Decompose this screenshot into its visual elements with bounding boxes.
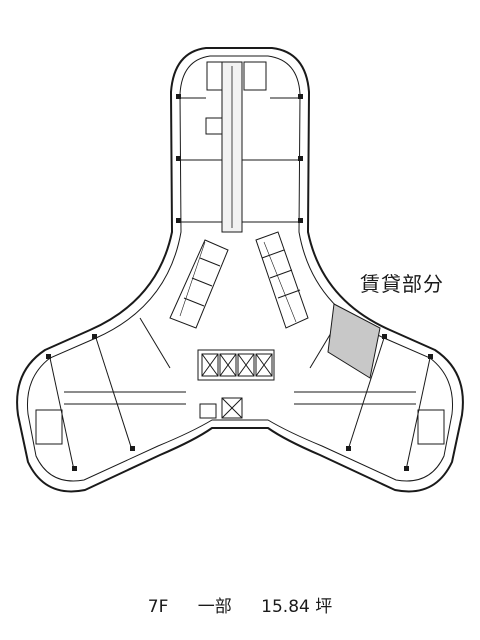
elevator-core xyxy=(197,349,275,419)
rental-scope: 一部 xyxy=(197,597,232,617)
rented-area-legend-label: 賃貸部分 xyxy=(360,272,444,296)
top-corridor xyxy=(221,61,243,233)
left-core xyxy=(169,239,229,329)
rented-area xyxy=(327,303,381,379)
inner-outline xyxy=(26,55,454,482)
structural-columns xyxy=(46,94,433,471)
floor-caption: 7F 一部 15.84 坪 xyxy=(0,592,480,617)
left-wing-rooms xyxy=(35,317,186,471)
rental-area: 15.84 坪 xyxy=(261,597,333,617)
building-outline xyxy=(16,47,464,493)
floor-number: 7F xyxy=(147,597,169,617)
right-core xyxy=(255,231,309,329)
